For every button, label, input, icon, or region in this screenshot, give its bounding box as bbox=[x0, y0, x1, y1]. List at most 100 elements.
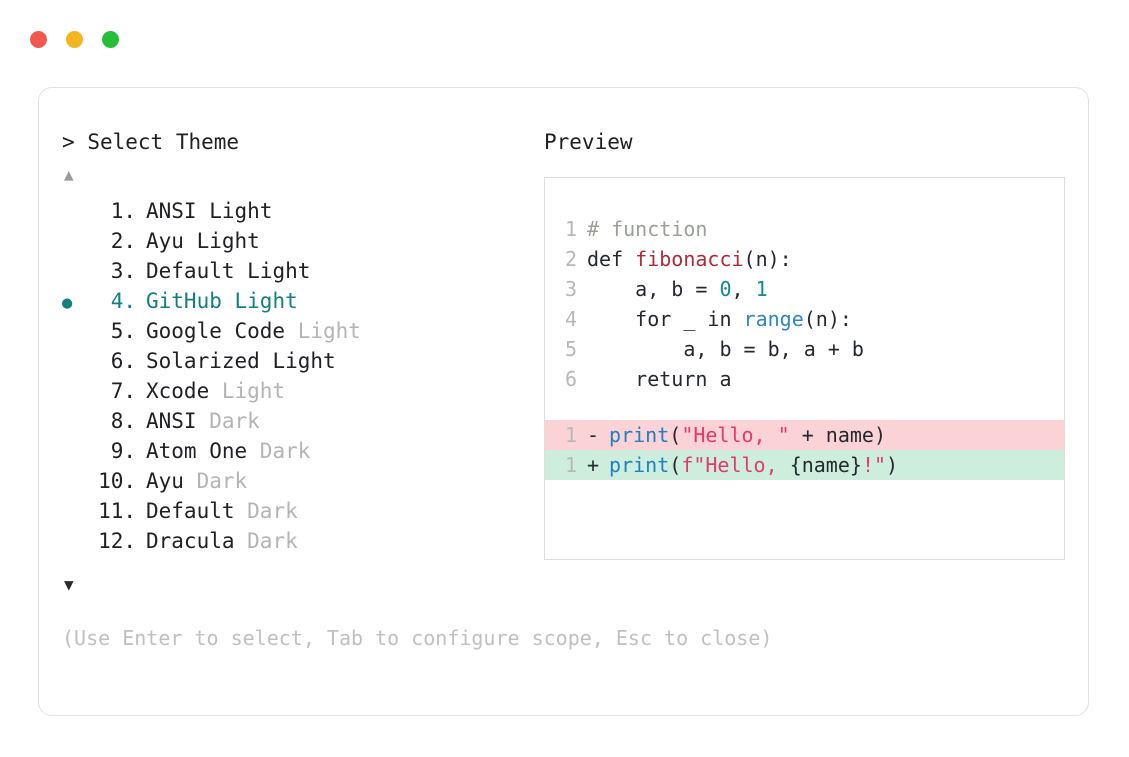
diff-sign: + bbox=[587, 453, 600, 477]
theme-item-index: 1. bbox=[110, 199, 136, 223]
code-line: 3 a, b = 0, 1 bbox=[545, 274, 1064, 304]
code-token: ) bbox=[886, 453, 899, 477]
line-number: 1 bbox=[564, 217, 577, 241]
theme-item-variant: Dark bbox=[247, 529, 298, 553]
line-number: 2 bbox=[564, 247, 577, 271]
page-title: > Select Theme bbox=[62, 128, 532, 156]
theme-item-variant: Light bbox=[221, 379, 286, 403]
scroll-up-arrow-icon[interactable]: ▲ bbox=[64, 165, 74, 184]
theme-item-index: 7. bbox=[110, 379, 136, 403]
theme-list: 1. ANSI Light 2. Ayu Light 3. Default Light ● 4… bbox=[62, 196, 532, 556]
code-token: !" bbox=[861, 453, 887, 477]
code-token: 0 bbox=[719, 277, 732, 301]
theme-item-index: 10. bbox=[98, 469, 136, 493]
code-token: , bbox=[731, 277, 756, 301]
theme-item-variant: Light bbox=[247, 259, 311, 283]
theme-item-variant: Light bbox=[297, 319, 361, 343]
prompt-caret-icon: > bbox=[62, 130, 75, 154]
theme-list-item[interactable]: ● 4. GitHub Light bbox=[62, 286, 532, 316]
code-token: a, b = b, a + b bbox=[587, 337, 864, 361]
code-token: ( bbox=[669, 423, 682, 447]
theme-item-index: 8. bbox=[110, 409, 136, 433]
theme-item-variant: Light bbox=[196, 229, 260, 253]
code-token: (n): bbox=[743, 247, 792, 271]
theme-item-name: Default bbox=[146, 499, 248, 523]
code-spacer bbox=[545, 394, 1064, 420]
code-token: "Hello, " bbox=[681, 423, 790, 447]
code-token: print bbox=[609, 453, 670, 477]
theme-item-name: Default bbox=[146, 259, 248, 283]
code-line: 4 for _ in range(n): bbox=[545, 304, 1064, 334]
line-number: 1 bbox=[564, 423, 577, 447]
code-token: a, b = bbox=[587, 277, 720, 301]
minimize-dot[interactable] bbox=[66, 31, 83, 48]
code-token: print bbox=[609, 423, 670, 447]
page-title-label: Select Theme bbox=[87, 130, 240, 154]
diff-line-added: 1+print(f"Hello, {name}!") bbox=[545, 450, 1064, 480]
selected-bullet-icon: ● bbox=[62, 293, 73, 313]
theme-item-index: 12. bbox=[98, 529, 136, 553]
theme-item-name: Dracula bbox=[146, 529, 248, 553]
theme-item-name: Ayu bbox=[146, 229, 197, 253]
theme-item-index: 9. bbox=[110, 439, 136, 463]
line-number: 5 bbox=[564, 337, 577, 361]
theme-item-variant: Light bbox=[272, 349, 336, 373]
theme-item-index: 2. bbox=[110, 229, 136, 253]
theme-list-item[interactable]: 2. Ayu Light bbox=[62, 226, 532, 256]
theme-item-variant: Dark bbox=[196, 469, 248, 493]
theme-list-item[interactable]: 5.Google Code Light bbox=[62, 316, 532, 346]
theme-item-index: 3. bbox=[110, 259, 136, 283]
theme-item-name: Xcode bbox=[146, 379, 222, 403]
theme-item-variant: Dark bbox=[247, 499, 298, 523]
theme-item-name: GitHub bbox=[146, 289, 235, 313]
code-token: f"Hello, bbox=[681, 453, 790, 477]
theme-item-variant: Light bbox=[209, 199, 273, 223]
theme-picker-card: > Select Theme ▲ 1. ANSI Light 2. Ayu Light… bbox=[38, 87, 1089, 716]
theme-item-variant: Dark bbox=[209, 409, 260, 433]
code-line: 6 return a bbox=[545, 364, 1064, 394]
maximize-dot[interactable] bbox=[102, 31, 119, 48]
line-number: 6 bbox=[564, 367, 577, 391]
code-token: return a bbox=[587, 367, 732, 391]
theme-item-name: ANSI bbox=[146, 199, 210, 223]
diff-block: 1-print("Hello, " + name)1+print(f"Hello… bbox=[545, 420, 1064, 480]
theme-list-item[interactable]: 8.ANSI Dark bbox=[62, 406, 532, 436]
code-token: (n): bbox=[803, 307, 852, 331]
line-number: 4 bbox=[564, 307, 577, 331]
close-dot[interactable] bbox=[30, 31, 47, 48]
code-token: for _ in bbox=[587, 307, 744, 331]
code-token: ) bbox=[873, 423, 887, 447]
window-control-dots bbox=[30, 31, 119, 48]
theme-item-name: Ayu bbox=[146, 469, 197, 493]
theme-list-item[interactable]: 3. Default Light bbox=[62, 256, 532, 286]
theme-item-name: Atom One bbox=[146, 439, 260, 463]
preview-label: Preview bbox=[544, 130, 633, 154]
theme-list-item[interactable]: 7. Xcode Light bbox=[62, 376, 532, 406]
theme-list-item[interactable]: 6.Solarized Light bbox=[62, 346, 532, 376]
theme-list-item[interactable]: 10. Ayu Dark bbox=[62, 466, 532, 496]
code-token: def bbox=[587, 247, 636, 271]
theme-item-variant: Dark bbox=[259, 439, 311, 463]
code-token: 1 bbox=[755, 277, 768, 301]
diff-sign: - bbox=[587, 423, 600, 447]
theme-list-item[interactable]: 1. ANSI Light bbox=[62, 196, 532, 226]
theme-list-item[interactable]: 11. Default Dark bbox=[62, 496, 532, 526]
theme-item-name: Google Code bbox=[146, 319, 298, 343]
theme-item-index: 11. bbox=[98, 499, 136, 523]
theme-item-index: 6. bbox=[110, 349, 136, 373]
theme-item-variant: Light bbox=[234, 289, 298, 313]
code-token: # function bbox=[587, 217, 708, 241]
line-number: 3 bbox=[564, 277, 577, 301]
code-token: {name} bbox=[789, 453, 862, 477]
theme-list-item[interactable]: 9. Atom One Dark bbox=[62, 436, 532, 466]
theme-item-index: 4. bbox=[110, 289, 136, 313]
code-token: + name bbox=[789, 423, 874, 447]
theme-list-item[interactable]: 12. Dracula Dark bbox=[62, 526, 532, 556]
keyboard-hint: (Use Enter to select, Tab to configure s… bbox=[62, 626, 773, 650]
theme-selection-pane: > Select Theme ▲ 1. ANSI Light 2. Ayu Light… bbox=[62, 128, 532, 598]
scroll-down-arrow-icon[interactable]: ▼ bbox=[64, 575, 74, 594]
line-number: 1 bbox=[564, 453, 577, 477]
